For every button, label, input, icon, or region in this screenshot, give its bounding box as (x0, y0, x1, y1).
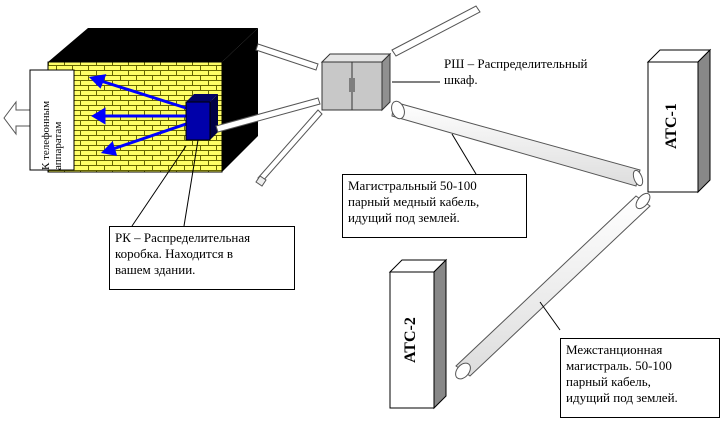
building-top-face (48, 28, 258, 62)
cable-to-building-top (255, 43, 319, 71)
leader-rk-2 (131, 145, 187, 227)
arrow-head-2-icon (91, 107, 106, 125)
callout-leaders (131, 81, 561, 331)
ats2-box (388, 258, 448, 410)
leader-rk-1 (183, 139, 199, 227)
arrow-head-3-icon (100, 141, 118, 156)
building-right-face (222, 28, 258, 172)
leader-interstation (539, 301, 561, 331)
rk-callout: РК – Распределительная коробка. Находитс… (109, 226, 295, 290)
ats1-box (646, 48, 712, 194)
junction-box (185, 94, 218, 141)
rsh-callout: РШ – Распределительный шкаф. (444, 56, 588, 87)
distribution-arrows (88, 74, 187, 156)
arrow-line-3 (109, 122, 187, 152)
trunk-cable (391, 100, 644, 187)
cable-up-right (391, 5, 481, 57)
phones-label-box (29, 69, 75, 171)
feeder-cable (215, 97, 321, 133)
ats1-label: АТС-1 (663, 103, 680, 149)
outline-arrow-left (3, 100, 31, 136)
building (47, 28, 258, 173)
leader-trunk (451, 133, 477, 175)
arrow-head-1-icon (88, 74, 107, 89)
trunk-callout: Магистральный 50-100 парный медный кабел… (342, 174, 527, 238)
distribution-cabinet (320, 52, 392, 112)
interstation-callout: Межстанционная магистраль. 50-100 парный… (560, 338, 720, 418)
cable-down-left (257, 109, 323, 183)
ats2-label: АТС-2 (402, 317, 419, 363)
phones-label: К телефонным аппаратам (40, 100, 64, 170)
arrow-line-1 (97, 78, 187, 110)
interstation-cable (455, 192, 651, 380)
cabinet-cables (255, 5, 481, 187)
